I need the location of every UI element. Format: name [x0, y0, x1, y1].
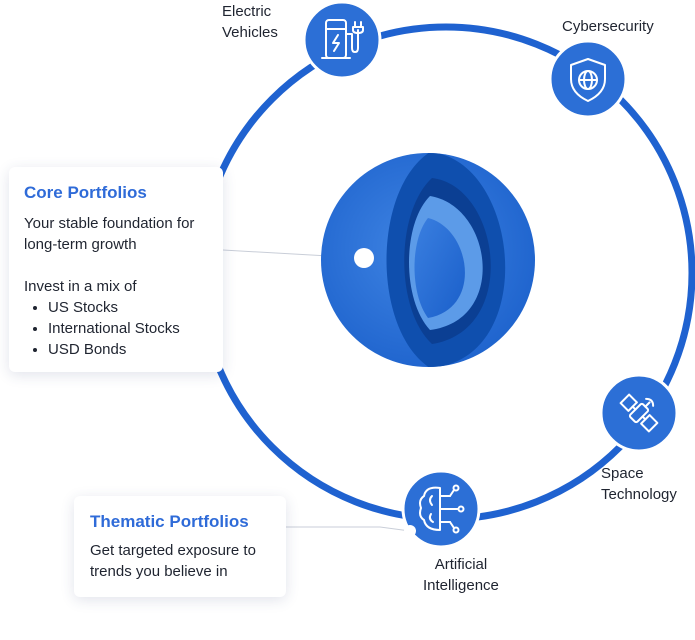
thematic-portfolios-description: Get targeted exposure to trends you beli… — [90, 542, 256, 580]
electric-vehicles-label: Electric Vehicles — [222, 3, 278, 41]
list-item: USD Bonds — [48, 339, 209, 360]
list-item: International Stocks — [48, 318, 209, 339]
core-sphere — [321, 153, 535, 367]
electric-vehicles-badge[interactable] — [302, 0, 382, 80]
cybersecurity-label: Cybersecurity — [562, 18, 654, 35]
shield-globe-icon — [570, 58, 606, 102]
space-technology-badge[interactable] — [599, 373, 679, 453]
core-connector-dot — [354, 248, 374, 268]
ev-charger-icon — [321, 19, 364, 59]
core-portfolios-list: US Stocks International Stocks USD Bonds — [24, 297, 209, 360]
core-portfolios-description: Your stable foundation for long-term gro… — [24, 215, 195, 253]
cybersecurity-badge[interactable] — [548, 39, 628, 119]
core-portfolios-card[interactable]: Core Portfolios Your stable foundation f… — [9, 167, 223, 372]
space-technology-label: Space Technology — [601, 465, 677, 503]
brain-circuit-icon — [419, 484, 465, 534]
satellite-icon — [619, 393, 659, 433]
artificial-intelligence-badge[interactable] — [401, 469, 481, 549]
core-portfolios-mix-intro: Invest in a mix of — [24, 278, 137, 295]
artificial-intelligence-label: Artificial Intelligence — [423, 556, 499, 594]
thematic-connector-line — [286, 526, 411, 532]
thematic-portfolios-title: Thematic Portfolios — [90, 512, 249, 531]
thematic-portfolios-card[interactable]: Thematic Portfolios Get targeted exposur… — [74, 496, 286, 597]
thematic-connector-dot — [404, 525, 416, 537]
core-portfolios-title: Core Portfolios — [24, 183, 147, 202]
list-item: US Stocks — [48, 297, 209, 318]
